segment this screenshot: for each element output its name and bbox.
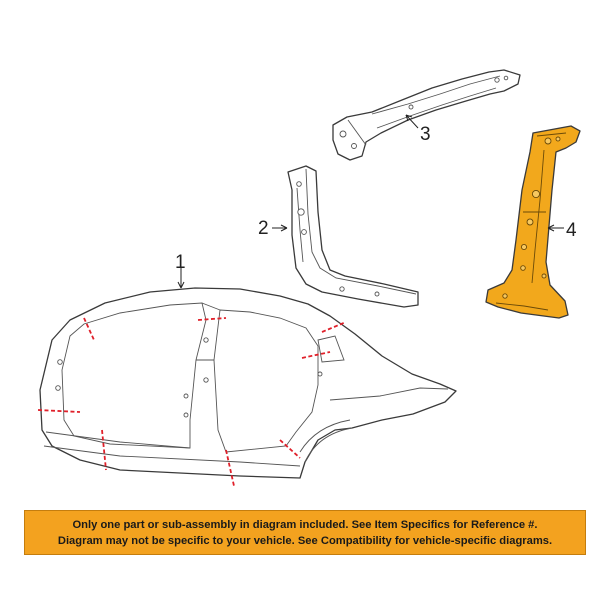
callout-2: 2 [258,218,269,239]
disclaimer-line-1: Only one part or sub-assembly in diagram… [72,518,538,531]
part-4-center-pillar-highlighted [485,125,581,319]
disclaimer-banner: Only one part or sub-assembly in diagram… [24,510,586,555]
part-2-front-pillar [287,165,419,308]
cut-lines [37,317,347,487]
callout-1: 1 [175,252,186,273]
leader-lines [177,114,564,289]
part-3-roof-rail [332,69,521,161]
callout-4: 4 [566,220,577,241]
disclaimer-line-2: Diagram may not be specific to your vehi… [57,534,553,547]
part-1-body-side-panel [39,287,457,479]
callout-3: 3 [420,124,431,145]
